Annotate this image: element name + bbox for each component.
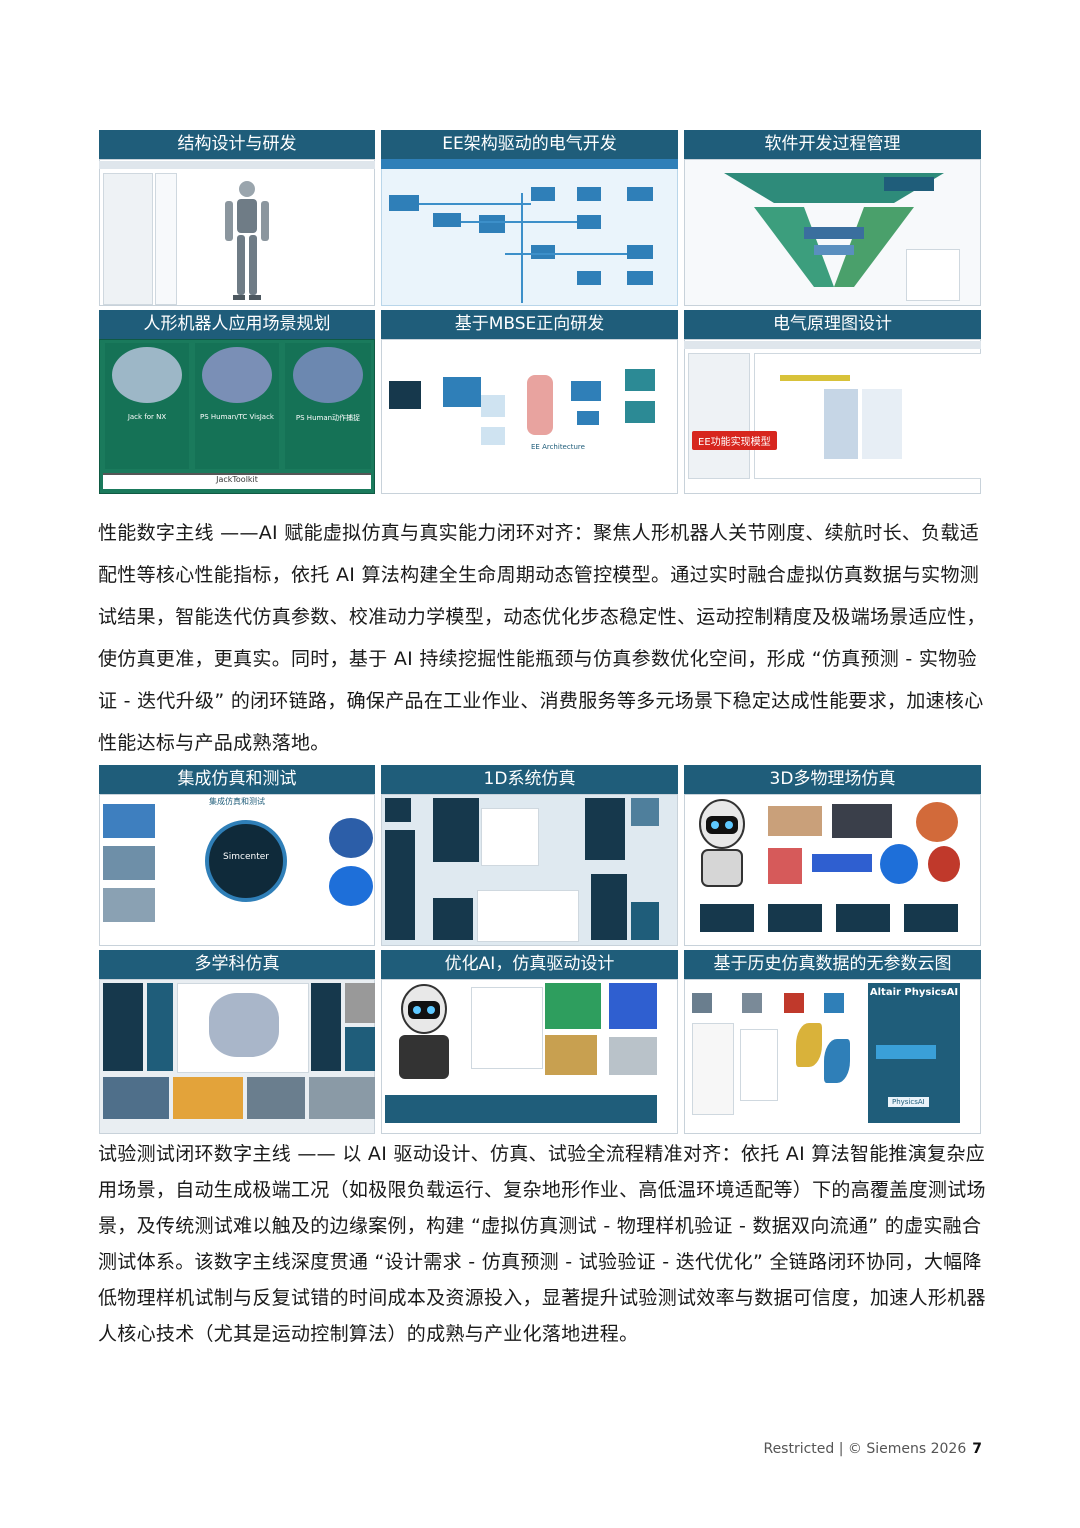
tile-title: 电气原理图设计 <box>684 310 981 339</box>
physicsai-collage: Altair PhysicsAI PhysicsAI <box>684 979 981 1134</box>
physicsai-title: Altair PhysicsAI <box>869 987 959 998</box>
panel-label: Jack for NX <box>127 413 167 421</box>
physicsai-chip: PhysicsAI <box>888 1097 929 1107</box>
tile-application-scenario: 人形机器人应用场景规划 Jack for NX PS Human/TC VisJ… <box>99 310 375 494</box>
cad-screenshot <box>99 159 375 306</box>
tile-integrated-sim-test: 集成仿真和测试 集成仿真和测试 Simcenter <box>99 765 375 946</box>
tile-title: 基于MBSE正向研发 <box>381 310 678 339</box>
tile-title: 软件开发过程管理 <box>684 130 981 159</box>
tile-multidisciplinary-sim: 多学科仿真 <box>99 950 375 1134</box>
tile-title: 1D系统仿真 <box>381 765 678 794</box>
1d-sim-panels <box>381 794 678 946</box>
robot-image <box>399 984 449 1079</box>
ee-architecture-label: EE Architecture <box>531 443 585 451</box>
tile-structural-design: 结构设计与研发 <box>99 130 375 306</box>
humanoid-robot-model <box>225 181 269 300</box>
tile-1d-system-sim: 1D系统仿真 <box>381 765 678 946</box>
optimization-collage <box>381 979 678 1134</box>
tile-mbse: 基于MBSE正向研发 EE Architecture <box>381 310 678 494</box>
tile-title: 多学科仿真 <box>99 950 375 979</box>
tile-ee-architecture: EE架构驱动的电气开发 <box>381 130 678 306</box>
tile-software-process: 软件开发过程管理 <box>684 130 981 306</box>
v-model-graphic <box>724 173 944 287</box>
toolkit-label: JackToolkit <box>216 475 258 484</box>
footer-text: Restricted | © Siemens 2026 <box>763 1441 967 1457</box>
tile-optimization-ai: 优化AI，仿真驱动设计 <box>381 950 678 1134</box>
multiphysics-gallery <box>684 794 981 946</box>
jack-toolkit-panels: Jack for NX PS Human/TC VisJack PS Human… <box>99 339 375 494</box>
panel-label: PS Human/TC VisJack <box>200 413 274 421</box>
tile-title: 结构设计与研发 <box>99 130 375 159</box>
tile-title: EE架构驱动的电气开发 <box>381 130 678 159</box>
alm-v-diagram <box>684 159 981 306</box>
multidisciplinary-collage <box>99 979 375 1134</box>
simcenter-label: Simcenter <box>223 852 269 862</box>
tile-3d-multiphysics: 3D多物理场仿真 <box>684 765 981 946</box>
tile-title: 3D多物理场仿真 <box>684 765 981 794</box>
callout-box: EE功能实现模型 <box>692 431 777 450</box>
page-number: 7 <box>972 1441 982 1457</box>
page-footer: Restricted | © Siemens 2026 7 <box>763 1441 982 1457</box>
panel-label: PS Human动作捕捉 <box>295 414 361 422</box>
tile-physicsai-cloudmap: 基于历史仿真数据的无参数云图 Altair PhysicsAI PhysicsA… <box>684 950 981 1134</box>
simcenter-diagram: 集成仿真和测试 Simcenter <box>99 794 375 946</box>
diagram-top-label: 集成仿真和测试 <box>209 797 265 806</box>
tile-title: 人形机器人应用场景规划 <box>99 310 375 339</box>
paragraph-test-thread: 试验测试闭环数字主线 —— 以 AI 驱动设计、仿真、试验全流程精准对齐：依托 … <box>98 1143 986 1345</box>
robot-head-image <box>699 799 745 887</box>
image-grid-bottom: 集成仿真和测试 集成仿真和测试 Simcenter 1D系统仿真 <box>96 765 984 1138</box>
tile-title: 基于历史仿真数据的无参数云图 <box>684 950 981 979</box>
mbse-diagram: EE Architecture <box>381 339 678 494</box>
ee-flow-diagram <box>381 159 678 306</box>
tile-title: 集成仿真和测试 <box>99 765 375 794</box>
tile-schematic-design: 电气原理图设计 EE功能实现模型 <box>684 310 981 494</box>
paragraph-performance: 性能数字主线 ——AI 赋能虚拟仿真与真实能力闭环对齐：聚焦人形机器人关节刚度、… <box>98 522 986 754</box>
schematic-screenshot: EE功能实现模型 <box>684 339 981 494</box>
image-grid-top: 结构设计与研发 EE架构驱动的电气开发 <box>96 130 984 498</box>
tile-title: 优化AI，仿真驱动设计 <box>381 950 678 979</box>
